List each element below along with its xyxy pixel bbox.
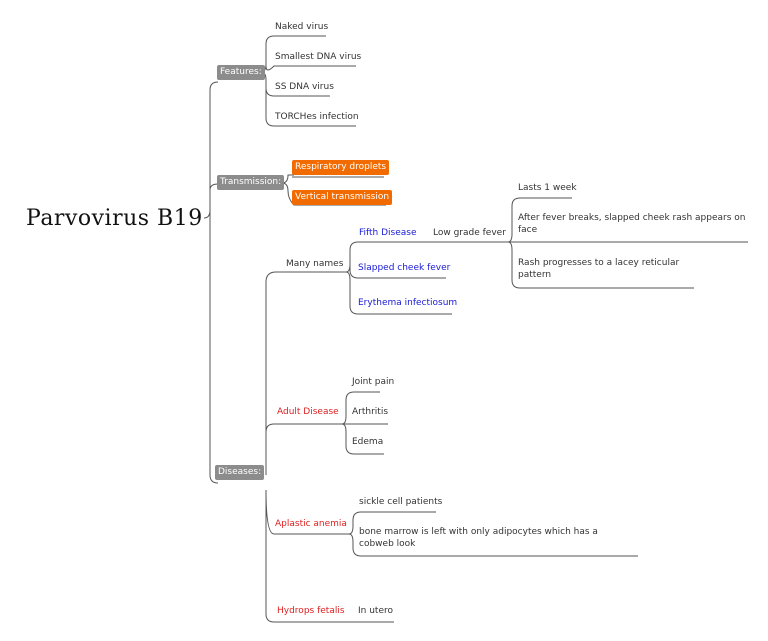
fever-detail[interactable]: After fever breaks, slapped cheek rash a… — [518, 213, 746, 235]
adult-disease-item[interactable]: Joint pain — [352, 377, 395, 387]
root-title: Parvovirus B19 — [26, 206, 203, 231]
feature-item[interactable]: TORCHes infection — [275, 112, 359, 122]
transmission-header[interactable]: Transmission: — [217, 175, 285, 190]
hydrops-fetalis-item[interactable]: In utero — [358, 606, 393, 616]
adult-disease-item[interactable]: Edema — [352, 437, 384, 447]
low-grade-fever-label[interactable]: Low grade fever — [433, 228, 506, 238]
aplastic-anemia-item[interactable]: sickle cell patients — [359, 497, 443, 507]
slapped-cheek-label[interactable]: Slapped cheek fever — [358, 263, 451, 273]
adult-disease-label[interactable]: Adult Disease — [277, 407, 339, 417]
fifth-disease-label[interactable]: Fifth Disease — [359, 228, 417, 238]
hydrops-fetalis-label[interactable]: Hydrops fetalis — [277, 606, 345, 616]
features-header[interactable]: Features: — [217, 65, 265, 80]
many-names-label[interactable]: Many names — [286, 259, 344, 269]
feature-item[interactable]: SS DNA virus — [275, 82, 334, 92]
transmission-item[interactable]: Respiratory droplets — [292, 160, 390, 175]
transmission-item[interactable]: Vertical transmission — [292, 190, 393, 205]
feature-item[interactable]: Smallest DNA virus — [275, 52, 362, 62]
aplastic-anemia-label[interactable]: Aplastic anemia — [275, 519, 347, 529]
feature-item[interactable]: Naked virus — [275, 22, 329, 32]
fever-detail[interactable]: Lasts 1 week — [518, 183, 577, 193]
erythema-label[interactable]: Erythema infectiosum — [358, 298, 458, 308]
adult-disease-item[interactable]: Arthritis — [352, 407, 389, 417]
diseases-header[interactable]: Diseases: — [215, 465, 265, 480]
fever-detail[interactable]: Rash progresses to a lacey reticular pat… — [518, 258, 680, 280]
aplastic-anemia-item[interactable]: bone marrow is left with only adipocytes… — [359, 527, 598, 549]
